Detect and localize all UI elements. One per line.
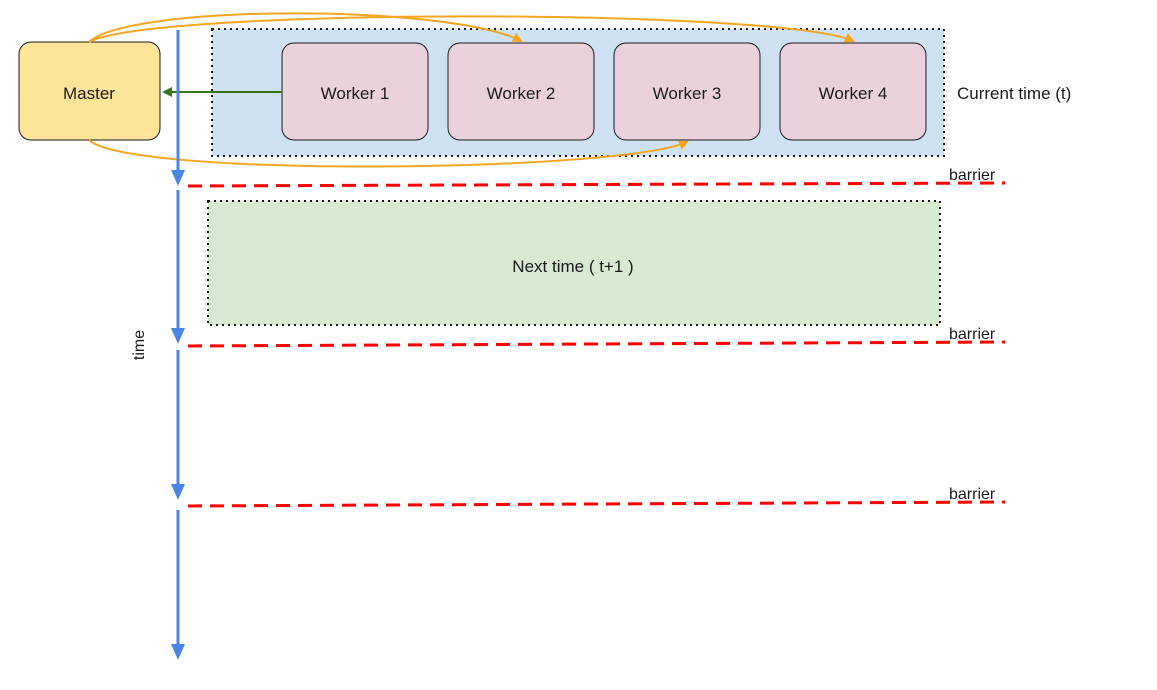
next-phase-box: [207, 200, 941, 326]
barrier-line-1: [187, 181, 1006, 188]
message-arrow-to-worker-3: [88, 139, 689, 168]
worker-4-box: [779, 42, 927, 141]
barrier-line-3: [187, 500, 1006, 508]
time-axis-arrowhead-4: [171, 644, 185, 660]
barrier-label-2: barrier: [949, 326, 996, 343]
master-label: Master: [63, 84, 115, 103]
time-axis-arrowhead-1: [171, 170, 185, 186]
worker-4-label: Worker 4: [819, 84, 888, 103]
worker-1-label: Worker 1: [321, 84, 390, 103]
barrier-label-3: barrier: [949, 486, 996, 503]
time-axis-arrowhead-3: [171, 484, 185, 500]
next-phase-label: Next time ( t+1 ): [512, 257, 633, 276]
current-phase-label: Current time (t): [957, 84, 1071, 103]
worker-3-box: [613, 42, 761, 141]
message-arrow-to-worker-4: [88, 15, 855, 43]
worker-3-label: Worker 3: [653, 84, 722, 103]
time-axis: [171, 30, 185, 660]
message-arrow-to-worker-2: [88, 12, 523, 43]
worker-2-box: [447, 42, 595, 141]
time-axis-arrowhead-2: [171, 328, 185, 344]
barrier-line-2: [187, 340, 1006, 348]
time-axis-label: time: [131, 330, 148, 360]
barrier-label-1: barrier: [949, 167, 996, 184]
worker-2-label: Worker 2: [487, 84, 556, 103]
